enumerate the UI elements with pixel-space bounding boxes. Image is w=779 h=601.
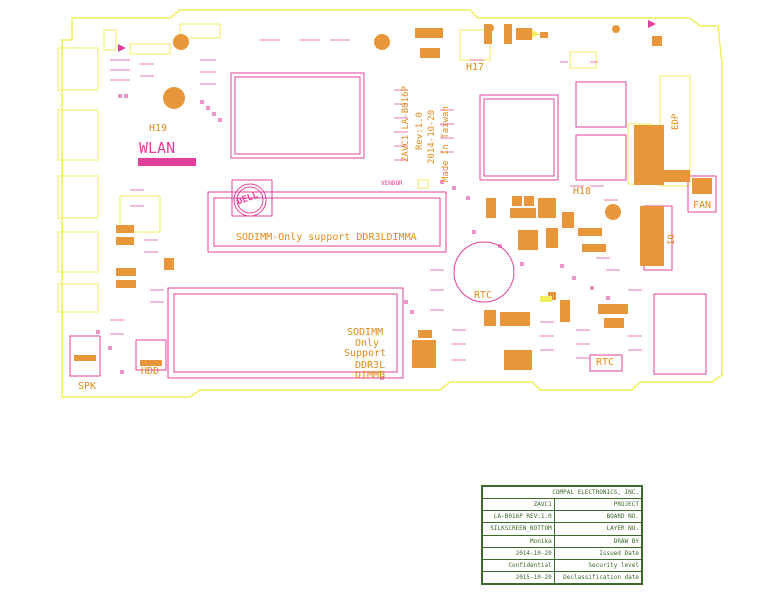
- edp-outline: [575, 81, 627, 128]
- usb-connector-3: [57, 231, 99, 273]
- rtc-coin-label: RTC: [474, 290, 493, 301]
- jack-connector: [57, 283, 99, 313]
- board-rev-label: Rev:1.0: [415, 112, 425, 150]
- audio-connector: [57, 175, 99, 219]
- mount-hole-h19: [163, 87, 185, 109]
- title-value: 2014-10-20: [482, 546, 555, 560]
- title-row: COMPAL ELECTRONICS, INC.: [482, 485, 642, 500]
- wlan-label: WLAN: [139, 139, 176, 157]
- rtc-coin-outline: [453, 241, 515, 303]
- title-key: Declassification date: [553, 570, 643, 585]
- dimmb-label-4: DDR3L: [355, 360, 386, 371]
- board-id-label: ZAVC1 LA-B016P: [401, 86, 411, 162]
- title-key: BOARD NO.: [553, 510, 643, 524]
- dimmb-label-2: Only: [355, 338, 380, 349]
- edp-label: EDP: [671, 113, 681, 130]
- io-label: IO: [667, 234, 677, 245]
- dimmb-label-5: DIMMB: [355, 370, 386, 381]
- title-key: PROJECT: [553, 498, 643, 512]
- board-date-label: 2014-10-20: [427, 109, 437, 164]
- dimma-label: SODIMM-Only support DDR3LDIMMA: [236, 232, 417, 243]
- h18-label: H18: [573, 186, 592, 197]
- title-value: LA-B016P REV:1.0: [482, 510, 555, 524]
- title-value: Confidential: [482, 558, 555, 572]
- h19-label: H19: [149, 123, 168, 134]
- dimmb-label-3: Support: [344, 348, 387, 359]
- company-name: COMPAL ELECTRONICS, INC.: [482, 485, 642, 500]
- dell-logo-circle: [233, 183, 267, 217]
- title-key: Issued Date: [553, 546, 643, 560]
- hdd-label: HDD: [141, 366, 160, 377]
- cpu-outline: [230, 72, 365, 159]
- h17-label: H17: [466, 62, 485, 73]
- vendor-label: VENDOR: [381, 180, 403, 187]
- board-outline: [61, 9, 723, 398]
- title-value: SILKSCREEN_BOTTOM: [482, 522, 555, 536]
- spk-label: SPK: [78, 381, 97, 392]
- title-key: Security level: [553, 558, 643, 572]
- title-key: DRAW BY: [553, 534, 643, 548]
- dimma-outline: [207, 191, 447, 253]
- title-value: Monika: [482, 534, 555, 548]
- usb-connector-2: [57, 109, 99, 161]
- wlan-strip: [138, 158, 196, 166]
- made-in-label: Made In Taiwan: [441, 106, 451, 182]
- title-key: LAYER NO.: [553, 522, 643, 536]
- title-value: ZAVC1: [482, 498, 555, 512]
- usb-connector-1: [57, 47, 99, 91]
- dimmb-outline: [167, 287, 404, 379]
- fan-label: FAN: [693, 200, 712, 211]
- title-value: 2015-10-20: [482, 570, 555, 585]
- dimmb-label-1: SODIMM: [347, 327, 384, 338]
- rtc-connector-label: RTC: [596, 357, 615, 368]
- pch-outline: [479, 94, 559, 181]
